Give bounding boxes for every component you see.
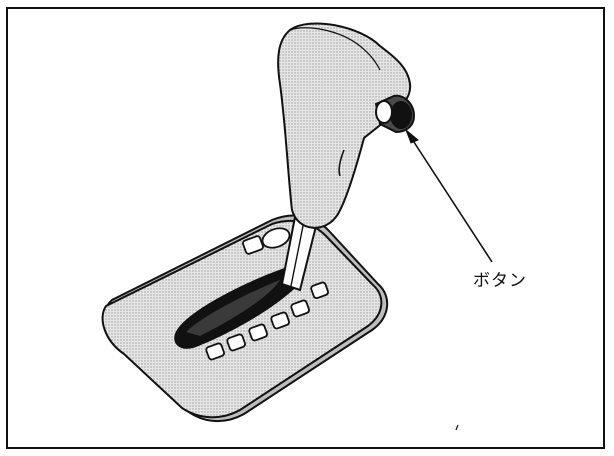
stray-mark: [456, 425, 458, 430]
knob-button: [376, 96, 414, 132]
button-callout-label: ボタン: [473, 266, 527, 291]
callout-arrow: [406, 130, 492, 262]
